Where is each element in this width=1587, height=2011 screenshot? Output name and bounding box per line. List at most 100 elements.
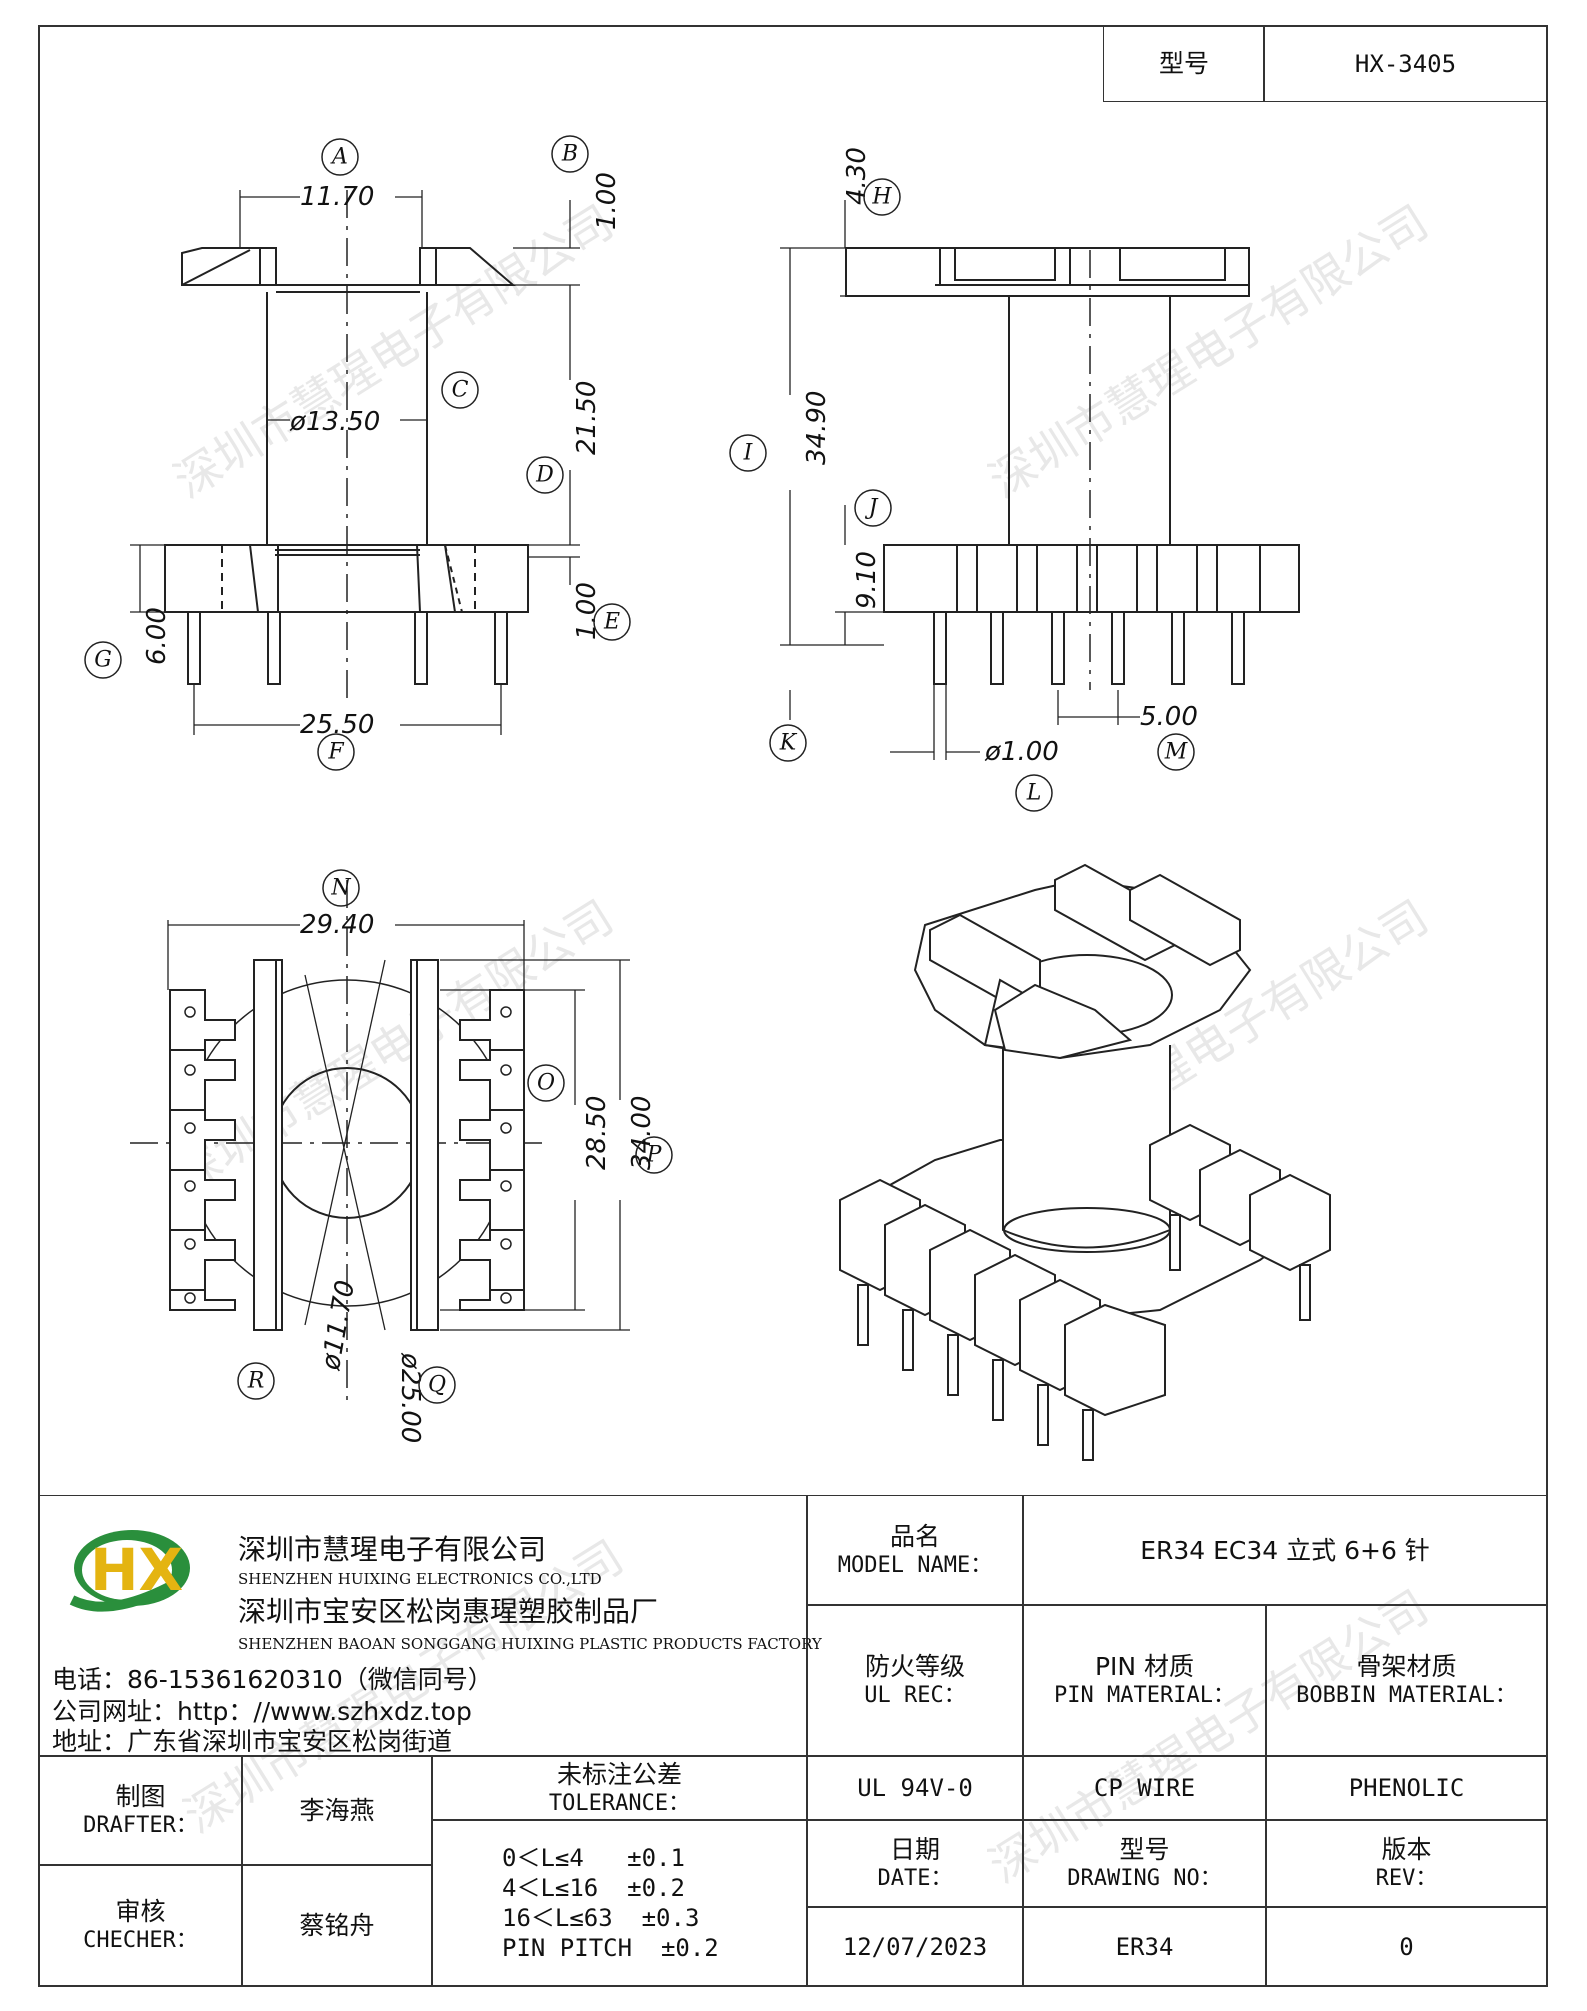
rev-label-cn: 版本 <box>1381 1835 1432 1865</box>
model-value: HX-3405 <box>1354 49 1457 78</box>
rev-value: 0 <box>1399 1932 1414 1961</box>
rev-label-en: REV： <box>1375 1866 1438 1892</box>
dim-29-40: 29.40 <box>300 910 374 940</box>
tolerance-row: 4＜L≤16 ±0.2 <box>502 1874 685 1902</box>
bobbin-material-label-cn: 骨架材质 <box>1356 1652 1457 1682</box>
tolerance-label-cn: 未标注公差 <box>556 1759 682 1789</box>
tolerance-row: 16＜L≤63 ±0.3 <box>502 1904 700 1932</box>
dim-6-00: 6.00 <box>142 607 172 665</box>
dim-34-90: 34.90 <box>802 391 832 465</box>
marker-q: Q <box>428 1373 446 1398</box>
ul-rec-label-cn: 防火等级 <box>864 1652 965 1682</box>
dim-11-70: 11.70 <box>300 182 374 212</box>
dim-28-50: 28.50 <box>582 1096 612 1170</box>
checker-value: 蔡铭舟 <box>299 1910 375 1940</box>
marker-r: R <box>247 1369 265 1394</box>
company-address: 地址：广东省深圳市宝安区松岗街道 <box>52 1727 453 1756</box>
model-name-value: ER34 EC34 立式 6+6 针 <box>1140 1535 1430 1565</box>
date-value-cell: 12/07/2023 <box>806 1906 1024 1987</box>
marker-k: K <box>779 731 798 756</box>
factory-name-en: SHENZHEN BAOAN SONGGANG HUIXING PLASTIC … <box>238 1635 822 1653</box>
dim-4-30: 4.30 <box>842 147 872 205</box>
model-name-label-en: MODEL NAME： <box>837 1553 993 1579</box>
company-name-cn: 深圳市慧瑆电子有限公司 <box>238 1533 547 1566</box>
marker-a: A <box>330 145 348 170</box>
drawing-no-value-cell: ER34 <box>1022 1906 1267 1987</box>
rev-value-cell: 0 <box>1265 1906 1548 1987</box>
ul-rec-label-en: UL REC： <box>864 1683 966 1709</box>
dim-1-00-top: 1.00 <box>592 172 622 230</box>
model-name-label-cn: 品名 <box>889 1522 940 1552</box>
company-name-en: SHENZHEN HUIXING ELECTRONICS CO.,LTD <box>238 1570 602 1588</box>
checker-value-cell: 蔡铭舟 <box>241 1864 433 1987</box>
bottom-view <box>130 880 630 1400</box>
ul-rec-value-cell: UL 94V-0 <box>806 1755 1024 1821</box>
marker-p: P <box>646 1143 663 1168</box>
bobbin-material-value-cell: PHENOLIC <box>1265 1755 1548 1821</box>
marker-l: L <box>1026 781 1042 806</box>
pin-material-value-cell: CP WIRE <box>1022 1755 1267 1821</box>
dim-5-00: 5.00 <box>1140 702 1198 732</box>
marker-c: C <box>452 378 469 403</box>
marker-m: M <box>1164 740 1188 765</box>
pin-material-label-en: PIN MATERIAL： <box>1054 1683 1235 1709</box>
checker-label-en: CHECHER： <box>83 1928 198 1954</box>
logo-text: HX <box>90 1536 183 1604</box>
marker-h: H <box>871 185 892 210</box>
drafter-value-cell: 李海燕 <box>241 1755 433 1866</box>
company-website: 公司网址：http：//www.szhxdz.top <box>52 1697 472 1726</box>
isometric-view <box>839 863 1331 1461</box>
dim-25-50: 25.50 <box>300 710 374 740</box>
drafter-label-en: DRAFTER： <box>83 1813 198 1839</box>
date-label-en: DATE： <box>877 1866 953 1892</box>
drafter-value: 李海燕 <box>299 1795 375 1825</box>
company-logo: HX <box>69 1530 190 1612</box>
model-name-value-cell: ER34 EC34 立式 6+6 针 <box>1022 1495 1548 1606</box>
pin-material-label-cn: PIN 材质 <box>1094 1652 1195 1682</box>
marker-o: O <box>537 1071 555 1096</box>
drafter-label-cell: 制图 DRAFTER： <box>38 1755 243 1866</box>
tolerance-row: PIN PITCH ±0.2 <box>502 1934 719 1962</box>
drawing-no-value: ER34 <box>1115 1932 1174 1961</box>
drawing-no-label-en: DRAWING NO： <box>1067 1866 1222 1892</box>
dim-34-00: 34.00 <box>627 1096 657 1170</box>
tolerance-row: 0＜L≤4 ±0.1 <box>502 1844 685 1872</box>
marker-g: G <box>94 648 112 673</box>
dim-9-10: 9.10 <box>852 551 882 609</box>
bobbin-material-label-cell: 骨架材质 BOBBIN MATERIAL： <box>1265 1604 1548 1757</box>
dim-pin-diameter: ø1.00 <box>984 737 1059 767</box>
pin-material-value: CP WIRE <box>1093 1774 1196 1802</box>
dim-r-11-70: ø11.70 <box>316 1278 361 1373</box>
marker-e: E <box>603 610 620 635</box>
company-phone: 电话：86-15361620310（微信同号） <box>52 1665 493 1694</box>
date-label-cn: 日期 <box>889 1835 940 1865</box>
bobbin-material-value: PHENOLIC <box>1348 1774 1465 1802</box>
date-label-cell: 日期 DATE： <box>806 1819 1024 1908</box>
dim-q-25-00: ø25.00 <box>395 1352 425 1443</box>
company-cell <box>38 1495 808 1757</box>
factory-name-cn: 深圳市宝安区松岗惠瑆塑胶制品厂 <box>238 1595 659 1628</box>
checker-label-cell: 审核 CHECHER： <box>38 1864 243 1987</box>
tolerance-label-cell: 未标注公差 TOLERANCE： <box>431 1755 808 1821</box>
tolerance-label-en: TOLERANCE： <box>548 1790 691 1816</box>
marker-d: D <box>535 463 554 488</box>
front-view <box>130 190 580 735</box>
marker-b: B <box>561 142 578 167</box>
pin-material-label-cell: PIN 材质 PIN MATERIAL： <box>1022 1604 1267 1757</box>
technical-drawing: 11.70 1.00 ø13.50 21.50 1.00 6.00 25.50 … <box>84 135 1331 1461</box>
rev-label-cell: 版本 REV： <box>1265 1819 1548 1908</box>
model-label-cell: 型号 <box>1103 25 1265 102</box>
marker-j: J <box>865 496 879 521</box>
marker-f: F <box>327 740 344 765</box>
date-value: 12/07/2023 <box>842 1932 988 1961</box>
dim-13-50: ø13.50 <box>289 407 380 437</box>
drafter-label-cn: 制图 <box>115 1782 166 1812</box>
dimension-values: 11.70 1.00 ø13.50 21.50 1.00 6.00 25.50 … <box>142 147 1198 1443</box>
checker-label-cn: 审核 <box>115 1897 166 1927</box>
letter-markers: A B C D E F G H I J K L M N O P Q R <box>84 135 1195 1404</box>
drawing-no-label-cell: 型号 DRAWING NO： <box>1022 1819 1267 1908</box>
drawing-no-label-cn: 型号 <box>1119 1835 1170 1865</box>
marker-n: N <box>330 876 351 901</box>
marker-i: I <box>743 441 754 466</box>
model-value-cell: HX-3405 <box>1263 25 1548 102</box>
